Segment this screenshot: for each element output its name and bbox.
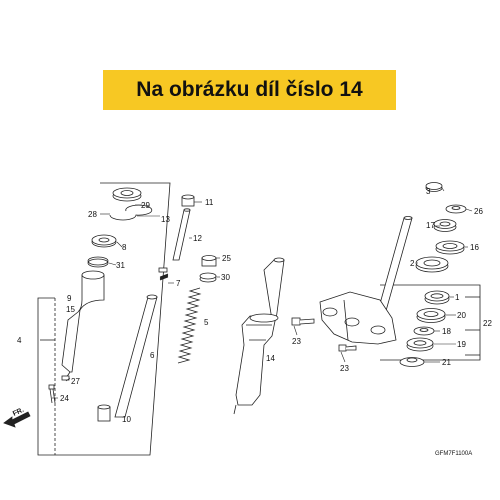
label-23-lower: 23: [340, 364, 349, 373]
label-1: 1: [455, 293, 460, 302]
label-29: 29: [141, 201, 150, 210]
label-28: 28: [88, 210, 97, 219]
banner-text: Na obrázku díl číslo 14: [136, 78, 363, 101]
bearing-16: [435, 240, 465, 255]
label-19: 19: [457, 340, 466, 349]
steering-stem: [319, 216, 413, 345]
label-27: 27: [71, 377, 80, 386]
oil-seal-29: [112, 187, 142, 202]
bearing-20: [416, 308, 446, 323]
label-24: 24: [60, 394, 69, 403]
label-14: 14: [266, 354, 275, 363]
small-spring-7: [158, 267, 169, 281]
label-22: 22: [483, 319, 492, 328]
washer-30: [199, 272, 217, 283]
label-8: 8: [122, 243, 127, 252]
nut-17: [433, 219, 457, 232]
label-16: 16: [470, 243, 479, 252]
label-15: 15: [66, 305, 75, 314]
label-10: 10: [122, 415, 131, 424]
bolt-23-upper: [291, 317, 315, 326]
label-13: 13: [161, 215, 170, 224]
cap-25: [201, 255, 217, 267]
bolt-23-lower: [338, 344, 357, 352]
label-3: 3: [426, 187, 431, 196]
washer-8: [91, 234, 117, 248]
seal-18: [413, 326, 435, 336]
label-7: 7: [176, 279, 181, 288]
left-assembly-frame: [37, 182, 171, 456]
label-30: 30: [221, 273, 230, 282]
label-17: 17: [426, 221, 435, 230]
label-12: 12: [193, 234, 202, 243]
rod-12: [172, 208, 191, 261]
bolt-27: [61, 375, 70, 381]
title-banner: Na obrázku díl číslo 14: [103, 70, 396, 110]
label-18: 18: [442, 327, 451, 336]
label-5: 5: [204, 318, 209, 327]
label-25: 25: [222, 254, 231, 263]
label-11: 11: [205, 198, 214, 207]
label-9: 9: [67, 294, 72, 303]
label-31: 31: [116, 261, 125, 270]
direction-label: FR.: [12, 407, 25, 418]
ring-31: [87, 256, 109, 268]
front-direction-arrow: [3, 411, 31, 428]
label-23-upper: 23: [292, 337, 301, 346]
fork-pipe-6: [114, 294, 158, 418]
race-1: [424, 290, 450, 305]
race-2: [415, 256, 449, 273]
label-4: 4: [17, 336, 22, 345]
race-19: [406, 337, 434, 352]
leader-lines: [52, 187, 473, 399]
fork-bottom-case: [61, 270, 105, 379]
diagram-code: GFM7F1100A: [435, 451, 472, 457]
fork-assembly-14: [233, 257, 285, 415]
bolt-24: [48, 384, 56, 404]
fork-spring-5: [177, 287, 202, 364]
seal-21: [399, 357, 425, 367]
washer-26: [445, 204, 467, 214]
label-21: 21: [442, 358, 451, 367]
cap-11: [181, 194, 195, 207]
part-number-labels: 29 28 13 8 31 9 15 4 27 24 11 12 25 30 7…: [12, 187, 493, 457]
label-26: 26: [474, 207, 483, 216]
label-2: 2: [410, 259, 415, 268]
label-20: 20: [457, 311, 466, 320]
circlip-28: [109, 204, 153, 221]
right-assembly-frame: [380, 284, 481, 361]
label-6: 6: [150, 351, 155, 360]
collar-10: [97, 404, 111, 422]
